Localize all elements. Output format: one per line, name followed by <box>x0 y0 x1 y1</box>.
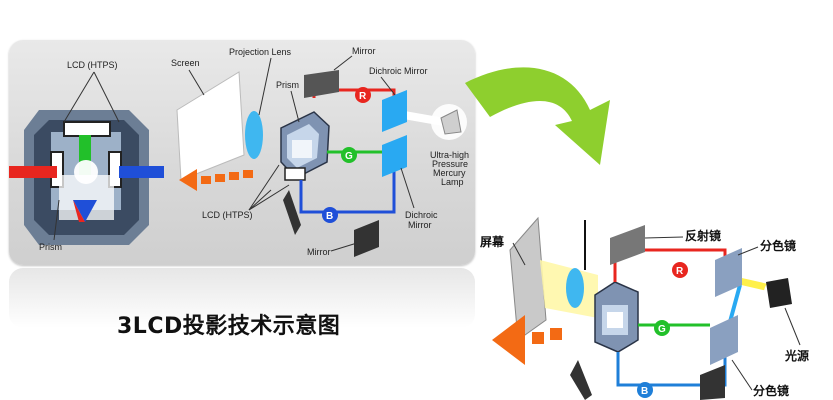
cn-dichroic-top <box>715 248 742 297</box>
orange-output-arrow <box>179 169 253 191</box>
curved-arrow <box>465 67 610 165</box>
blue-marker-label: B <box>326 211 333 222</box>
label-dichroic-top: Dichroic Mirror <box>369 66 428 76</box>
screen-shape <box>176 71 245 181</box>
red-marker <box>355 87 371 103</box>
cn-red-marker-label: R <box>676 266 684 277</box>
cn-green-marker-label: G <box>658 324 666 335</box>
cn-label-light-source: 光源 <box>784 348 809 363</box>
red-beam-arrow <box>9 166 57 178</box>
label-prism-left: Prism <box>39 242 62 252</box>
cn-mirror <box>610 225 645 265</box>
english-diagram: LCD (HTPS) Prism Screen Projection Lens … <box>9 46 469 257</box>
cn-blue-beam <box>616 340 727 387</box>
cn-green-marker <box>654 320 670 336</box>
mirror-top <box>304 70 339 98</box>
cn-lcd-panel <box>570 360 592 400</box>
label-prism-small: Prism <box>276 80 299 90</box>
label-lamp-2: Pressure <box>432 159 468 169</box>
label-projection-lens: Projection Lens <box>229 47 292 57</box>
label-lcd-top: LCD (HTPS) <box>67 60 118 70</box>
mirror-bottom <box>354 220 379 257</box>
cn-blue-marker-label: B <box>641 386 648 397</box>
label-dichroic-bottom-1: Dichroic <box>405 210 438 220</box>
prism-cube <box>280 111 330 181</box>
cn-label-screen: 屏幕 <box>479 234 505 249</box>
cn-label-dichroic-bottom: 分色镜 <box>753 383 789 398</box>
cn-dichroic-bottom <box>710 315 738 365</box>
english-diagram-panel: LCD (HTPS) Prism Screen Projection Lens … <box>9 40 475 265</box>
cn-blue-marker <box>637 382 653 398</box>
dichroic-mirror-top <box>382 90 407 132</box>
cn-label-dichroic-top: 分色镜 <box>760 238 796 253</box>
dichroic-mirror-bottom <box>382 135 407 177</box>
mercury-lamp <box>431 104 467 140</box>
red-marker-label: R <box>359 91 367 102</box>
label-mirror-bottom: Mirror <box>307 247 331 257</box>
chinese-diagram: 屏幕 R G B 反射镜 分色镜 分色镜 光源 <box>479 216 809 400</box>
cn-screen-shape <box>509 216 547 341</box>
diagram-caption: 3LCD投影技术示意图 <box>117 314 341 339</box>
label-dichroic-bottom-2: Mirror <box>408 220 432 230</box>
green-marker <box>341 147 357 163</box>
cn-mirror-bottom <box>700 365 725 400</box>
cn-red-marker <box>672 262 688 278</box>
curved-arrow-icon <box>465 67 610 165</box>
lcd-panel-blue <box>283 190 301 235</box>
blue-beam <box>299 160 396 214</box>
label-lamp-3: Mercury <box>433 168 466 178</box>
label-lcd-mid: LCD (HTPS) <box>202 210 253 220</box>
blue-beam-arrow-right <box>119 166 164 178</box>
cn-prism-cube <box>594 281 639 353</box>
label-lamp-4: Lamp <box>441 177 464 187</box>
label-lamp-1: Ultra-high <box>430 150 469 160</box>
blue-marker <box>322 207 338 223</box>
cn-label-mirror: 反射镜 <box>685 228 721 243</box>
panel-reflection <box>9 268 475 328</box>
label-mirror-top: Mirror <box>352 46 376 56</box>
cn-orange-arrow <box>492 315 562 365</box>
cn-light-source <box>764 278 792 308</box>
green-marker-label: G <box>345 151 353 162</box>
projection-lens <box>245 111 263 159</box>
label-screen: Screen <box>171 58 200 68</box>
lcd-block <box>24 110 149 245</box>
cn-lens <box>566 268 584 308</box>
